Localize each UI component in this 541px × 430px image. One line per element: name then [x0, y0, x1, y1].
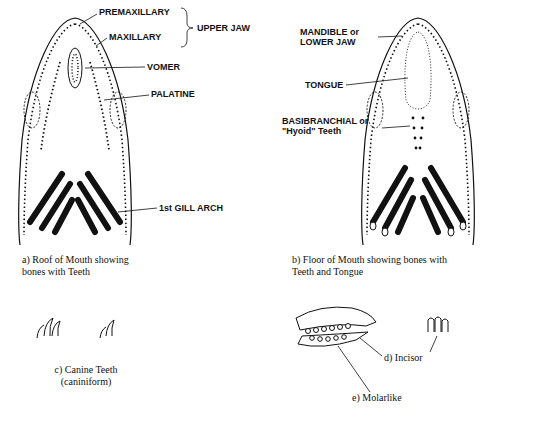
incisor-teeth [428, 317, 448, 332]
figure-caption: b) Floor of Mouth showing bones with Tee… [292, 254, 460, 277]
figure-caption: c) Canine Teeth (caniniform) [38, 364, 134, 387]
figure-caption: a) Roof of Mouth showing bones with Teet… [22, 254, 152, 277]
floor-of-mouth [362, 18, 475, 245]
leader-lines [80, 8, 437, 392]
molar-jaw [296, 307, 376, 346]
roof-of-mouth [19, 18, 132, 245]
part-name: PREMAXILLARY [99, 7, 170, 17]
part-name: TONGUE [305, 80, 343, 90]
canine-teeth [37, 318, 114, 338]
part-name: UPPER JAW [197, 23, 250, 33]
part-name: VOMER [147, 62, 180, 72]
figure-caption: d) Incisor [384, 352, 423, 364]
figure-caption: e) Molarlike [352, 392, 402, 404]
part-name: PALATINE [151, 89, 195, 99]
part-name: BASIBRANCHIAL or "Hyoid" Teeth [282, 116, 382, 137]
part-name: MAXILLARY [109, 32, 161, 42]
part-name: 1st GILL ARCH [159, 203, 223, 213]
part-name: MANDIBLE or LOWER JAW [300, 27, 378, 48]
